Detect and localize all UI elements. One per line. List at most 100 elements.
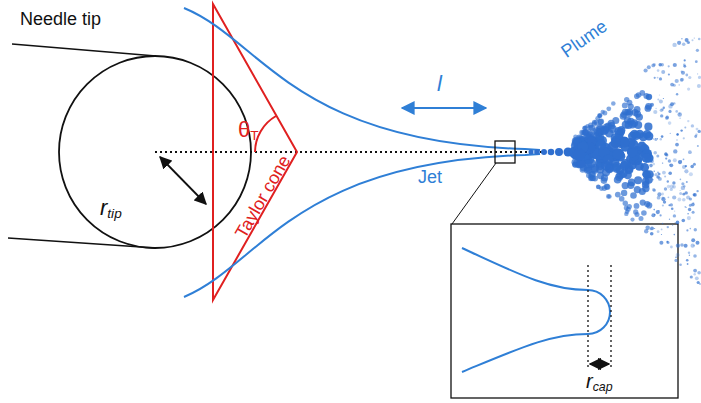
droplet <box>667 241 670 244</box>
droplet <box>661 193 664 196</box>
droplet <box>652 188 655 191</box>
droplet <box>628 179 636 187</box>
droplet <box>666 116 669 119</box>
part-label: Taylor cone <box>232 152 295 242</box>
droplet <box>660 114 663 117</box>
droplet <box>591 166 599 174</box>
droplet <box>675 143 679 147</box>
droplet <box>657 196 661 200</box>
droplet <box>697 145 699 147</box>
droplet <box>674 210 675 211</box>
droplet <box>699 283 701 285</box>
droplet <box>679 118 681 120</box>
droplet <box>606 194 611 199</box>
droplet <box>694 135 697 138</box>
droplet <box>674 234 676 236</box>
droplet <box>653 110 657 114</box>
droplet <box>619 138 629 148</box>
droplet <box>658 210 659 211</box>
droplet <box>667 185 671 189</box>
inset-frame <box>451 224 678 398</box>
droplet <box>695 276 699 280</box>
jet-outline <box>184 8 540 150</box>
droplet <box>691 124 694 127</box>
angle-label: θT <box>238 118 259 143</box>
droplet <box>656 155 659 158</box>
droplet <box>697 73 698 74</box>
droplet <box>669 219 670 220</box>
droplet <box>681 71 685 75</box>
droplet <box>694 228 697 231</box>
droplet <box>670 203 673 206</box>
droplet <box>668 159 671 162</box>
droplet <box>590 175 596 181</box>
droplet <box>650 232 654 236</box>
droplet <box>687 216 691 220</box>
droplet <box>646 94 652 100</box>
droplet <box>655 138 656 139</box>
droplet <box>659 63 662 66</box>
droplet <box>634 186 641 193</box>
droplet <box>668 73 670 75</box>
droplet <box>594 129 602 137</box>
droplet <box>630 218 634 222</box>
droplet <box>670 133 671 134</box>
droplet <box>649 164 653 168</box>
droplet <box>630 119 638 127</box>
droplet <box>693 245 695 247</box>
droplet <box>673 63 677 67</box>
droplet <box>651 213 655 217</box>
droplet <box>652 138 654 140</box>
droplet <box>627 204 632 209</box>
droplet <box>676 244 680 248</box>
droplet <box>653 163 656 166</box>
droplet <box>670 102 674 106</box>
droplet <box>601 161 610 170</box>
droplet <box>669 163 673 167</box>
droplet <box>640 90 646 96</box>
droplet <box>691 244 695 248</box>
droplet <box>679 263 682 266</box>
droplet <box>690 228 692 230</box>
droplet <box>697 84 701 88</box>
droplet <box>672 181 675 184</box>
droplet <box>683 137 685 139</box>
jet-cap <box>462 248 610 372</box>
dimension-label: rcap <box>586 370 613 395</box>
droplet <box>601 110 605 114</box>
droplet <box>693 163 696 166</box>
droplet <box>621 159 631 169</box>
droplet <box>620 113 627 120</box>
droplet <box>661 70 665 74</box>
droplet <box>609 125 617 133</box>
taylor-cone <box>213 4 297 300</box>
droplet <box>687 41 690 44</box>
droplet <box>657 192 661 196</box>
droplet <box>642 154 651 163</box>
droplet <box>673 158 677 162</box>
droplet <box>678 160 682 164</box>
droplet <box>668 65 670 67</box>
droplet <box>619 170 627 178</box>
droplet <box>661 135 664 138</box>
cap-arrow <box>590 363 609 365</box>
droplet <box>672 195 676 199</box>
droplet <box>577 160 585 168</box>
droplet <box>628 139 638 149</box>
droplet <box>645 176 653 184</box>
droplet <box>682 43 686 47</box>
droplet <box>633 209 638 214</box>
length-arrow <box>402 107 486 109</box>
droplet <box>681 186 685 190</box>
droplet <box>634 94 640 100</box>
droplet <box>665 158 667 160</box>
droplet <box>684 206 686 208</box>
droplet <box>693 193 697 197</box>
droplet <box>662 204 664 206</box>
droplet <box>596 140 606 150</box>
droplet <box>621 190 627 196</box>
droplet <box>696 128 699 131</box>
droplet <box>659 94 660 95</box>
droplet <box>684 127 686 129</box>
droplet <box>646 94 652 100</box>
